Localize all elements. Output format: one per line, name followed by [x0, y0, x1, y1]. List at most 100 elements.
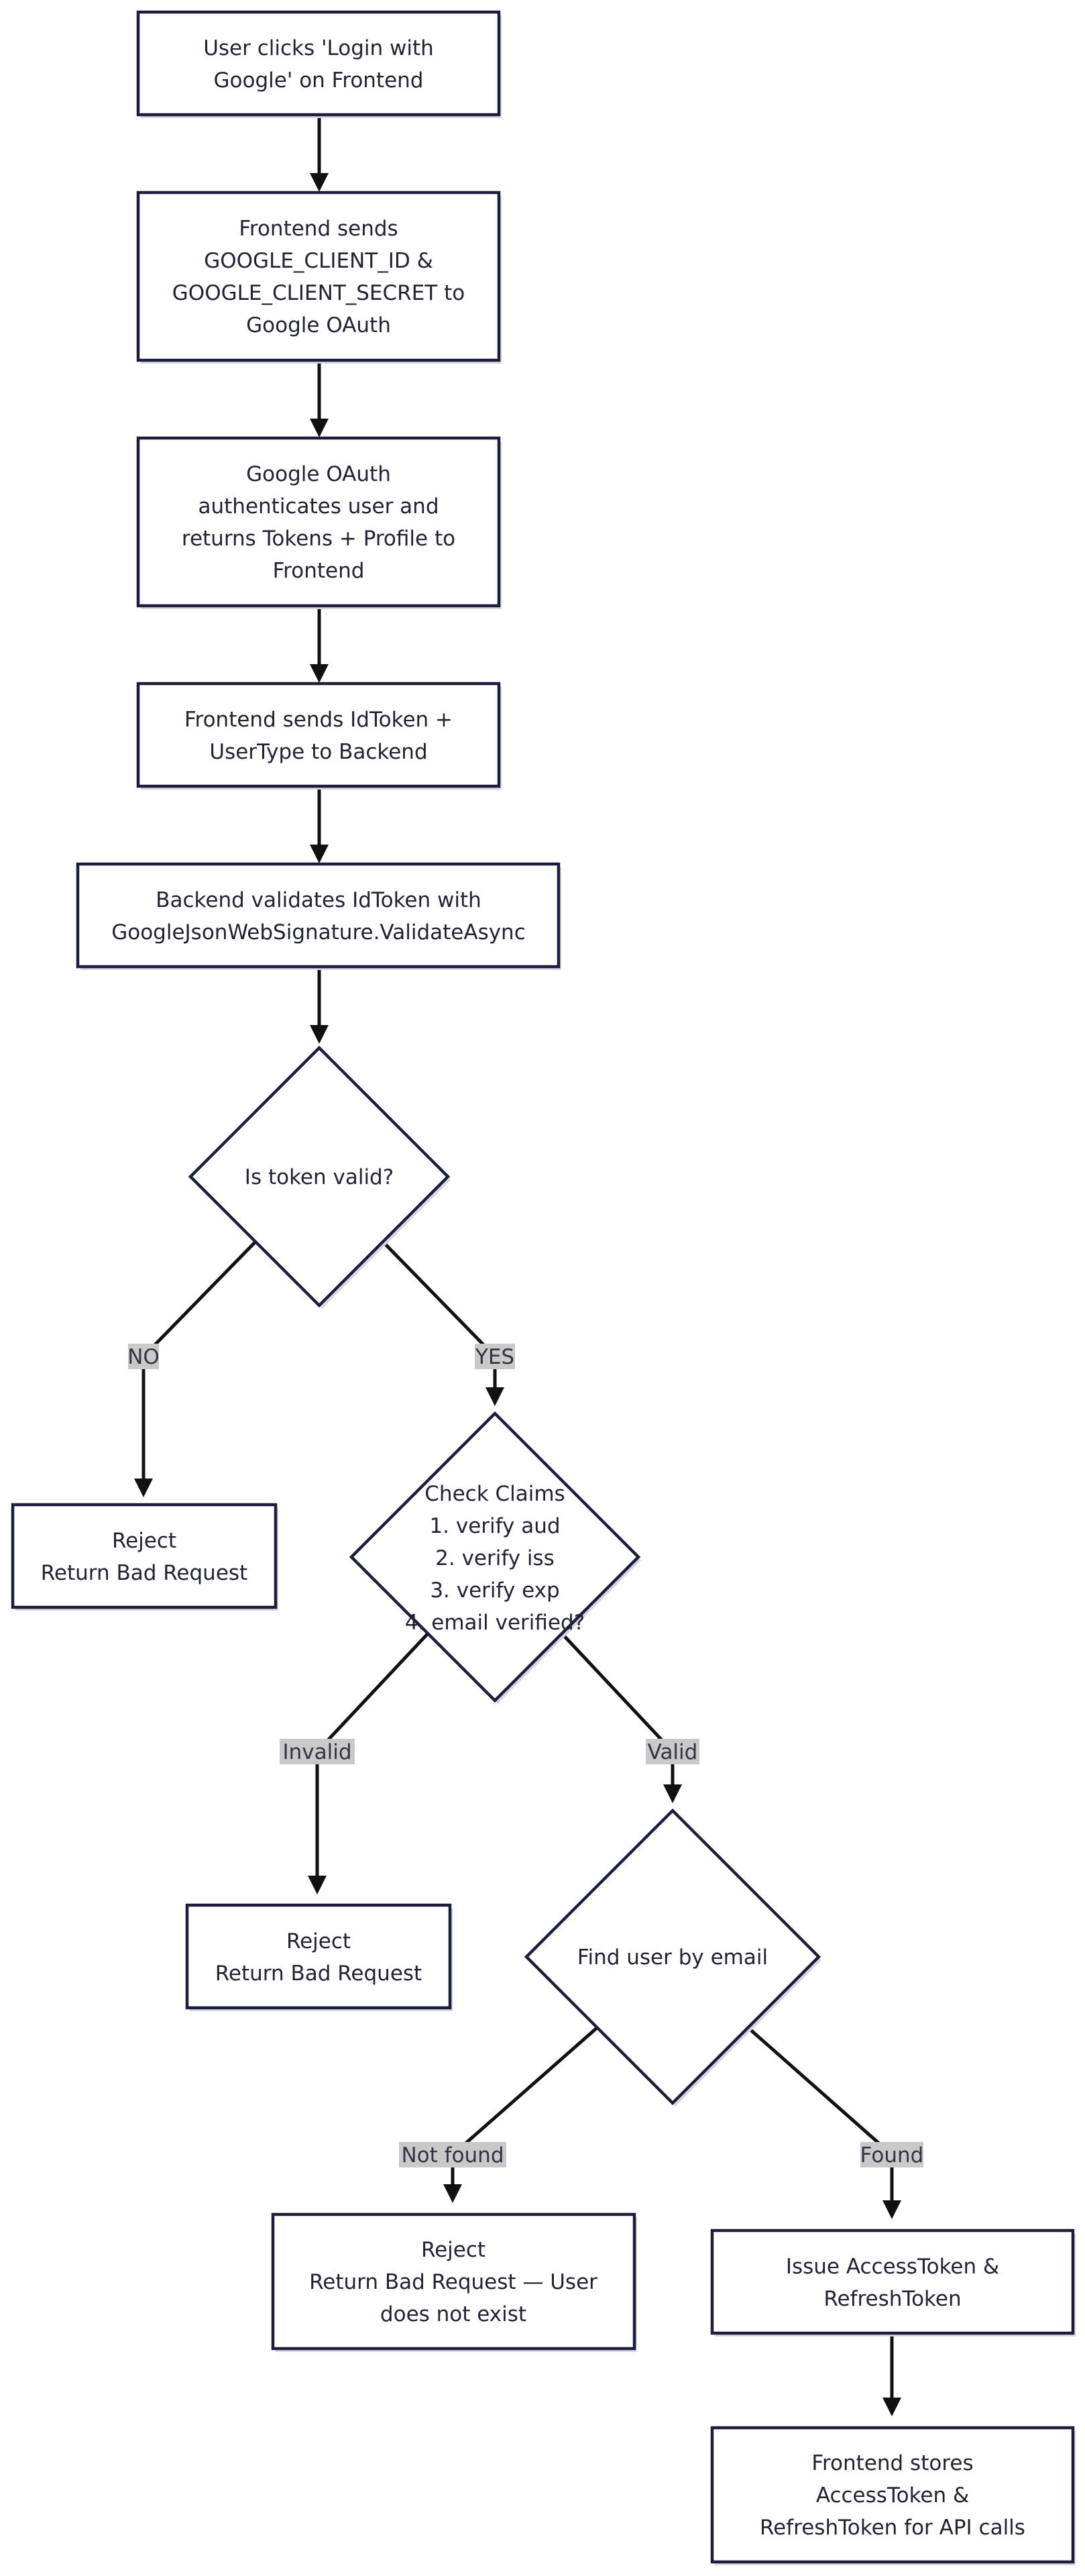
node-text-line: Google' on Frontend	[214, 68, 424, 93]
node-box	[185, 1903, 452, 2010]
node-text-line: Reject	[286, 1929, 351, 1953]
node-box	[136, 682, 501, 788]
node-text-line: GOOGLE_CLIENT_SECRET to	[172, 281, 465, 305]
edge-label-not-found: Not found	[401, 2143, 504, 2167]
node-text-line: Return Bad Request	[41, 1561, 247, 1585]
node-text-line: 3. verify exp	[430, 1578, 559, 1603]
decision-diamond	[188, 1045, 451, 1308]
node-text: Frontend sends IdToken + UserType to Back…	[184, 708, 453, 764]
edge-user-found	[747, 2027, 894, 2200]
arrowhead	[486, 1387, 504, 1406]
node-text-line: Is token valid?	[245, 1165, 394, 1189]
node-text-line: GoogleJsonWebSignature.ValidateAsync	[111, 920, 526, 945]
decision-find-user: Find user by email	[524, 1808, 821, 2106]
node-text-line: Return Bad Request — User	[309, 2270, 597, 2294]
node-text-line: GOOGLE_CLIENT_ID &	[204, 249, 433, 273]
edge-label-found: Found	[860, 2143, 924, 2167]
node-text-line: Backend validates IdToken with	[156, 888, 481, 912]
node-text-line: RefreshToken for API calls	[760, 2516, 1025, 2540]
arrowhead	[310, 1025, 329, 1044]
node-text-line: Google OAuth	[246, 313, 391, 337]
decision-diamond	[349, 1411, 641, 1703]
edge-label-bg	[860, 2142, 923, 2167]
node-text-line: Check Claims	[424, 1482, 565, 1506]
arrowhead	[882, 2398, 901, 2416]
decision-check-claims: Check Claims 1. verify aud 2. verify iss 3.…	[349, 1411, 641, 1704]
node-text: Is token valid?	[245, 1165, 394, 1189]
decision-diamond	[524, 1808, 821, 2106]
edge-labels: NO YES Invalid Valid Not found Found	[127, 1344, 923, 2167]
node-text-line: RefreshToken	[823, 2287, 961, 2311]
arrowhead	[310, 419, 329, 437]
node-box	[76, 862, 561, 969]
node-text-line: Frontend sends	[239, 217, 398, 241]
node-text-line: Reject	[421, 2238, 486, 2262]
node-box	[710, 2229, 1075, 2335]
edge-label-valid: Valid	[648, 1740, 698, 1764]
node-text-line: does not exist	[380, 2302, 526, 2326]
edge-label-bg	[399, 2142, 506, 2167]
arrowhead	[310, 664, 329, 683]
edge-token-no	[141, 1239, 258, 1479]
node-text-line: Google OAuth	[246, 462, 391, 486]
node-text-line: 2. verify iss	[435, 1546, 555, 1570]
node-issue-tokens: Issue AccessToken & RefreshToken	[710, 2229, 1076, 2337]
node-text-line: UserType to Backend	[209, 740, 427, 764]
edge-label-no: NO	[127, 1345, 160, 1369]
node-text-line: Issue AccessToken &	[786, 2255, 999, 2279]
node-box	[710, 2426, 1075, 2564]
node-box	[136, 10, 501, 117]
node-text-line: Return Bad Request	[215, 1962, 422, 1986]
edge-label-invalid: Invalid	[282, 1740, 351, 1764]
node-box	[271, 2212, 636, 2351]
arrowhead	[443, 2184, 462, 2203]
node-text-line: Find user by email	[577, 1945, 768, 1970]
arrowhead	[134, 1479, 153, 1497]
edge-label-bg	[646, 1739, 699, 1764]
node-text-line: authenticates user and	[198, 494, 439, 519]
node-text-line: Reject	[112, 1529, 176, 1553]
node-text-line: Frontend sends IdToken +	[184, 708, 453, 732]
node-box	[136, 436, 501, 608]
edge-label-bg	[128, 1344, 159, 1369]
node-text-line: 4. email verified?	[405, 1611, 585, 1635]
node-text-line: AccessToken &	[816, 2483, 969, 2508]
edge-label-yes: YES	[475, 1345, 514, 1369]
arrowhead	[882, 2200, 901, 2219]
edge-label-bg	[475, 1344, 515, 1369]
arrowhead	[310, 845, 329, 863]
node-box	[11, 1503, 278, 1609]
node-text-line: 1. verify aud	[429, 1514, 560, 1538]
arrowhead	[310, 173, 329, 192]
node-text: Find user by email	[577, 1945, 768, 1970]
node-text: Issue AccessToken & RefreshToken	[786, 2255, 999, 2311]
node-text: Check Claims 1. verify aud 2. verify iss 3.…	[405, 1482, 585, 1635]
node-text-line: User clicks 'Login with	[203, 36, 434, 60]
edge-label-bg	[280, 1739, 355, 1764]
decision-is-token-valid: Is token valid?	[188, 1045, 451, 1309]
node-box	[136, 191, 501, 362]
arrowhead	[663, 1784, 682, 1803]
node-send-idtoken: Frontend sends IdToken + UserType to Back…	[136, 682, 502, 790]
arrowhead	[308, 1876, 327, 1894]
node-text-line: Frontend	[273, 559, 365, 583]
node-text-line: Frontend stores	[811, 2451, 973, 2475]
